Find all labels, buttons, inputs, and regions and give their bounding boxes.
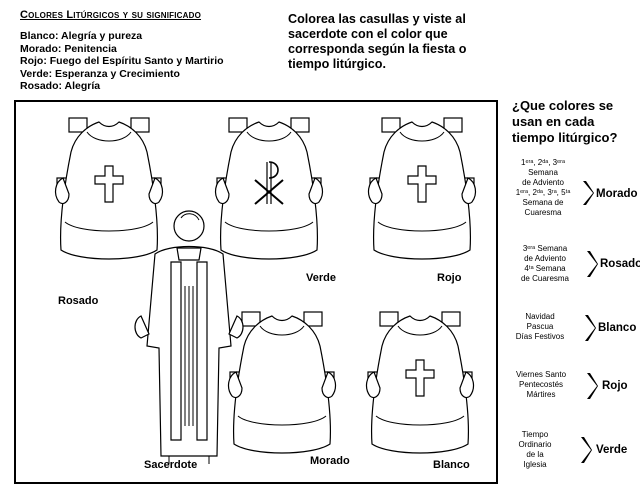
legend-morado: Morado: Penitencia: [20, 42, 117, 55]
legend-verde: Verde: Esperanza y Crecimiento: [20, 67, 180, 80]
season-color: Blanco: [598, 322, 637, 334]
chevron-right-icon: [585, 315, 596, 341]
chevron-right-icon: [583, 181, 594, 205]
label-rojo: Rojo: [437, 272, 462, 284]
page-title: Colores Litúrgicos y su significado: [20, 9, 202, 21]
chasuble-rojo: [367, 117, 477, 260]
chevron-right-icon: [587, 373, 598, 399]
chevron-right-icon: [587, 251, 598, 277]
coloring-frame: [14, 100, 498, 484]
chevron-right-icon: [581, 437, 592, 463]
priest-figure: [134, 210, 244, 464]
legend-rojo: Rojo: Fuego del Espíritu Santo y Martiri…: [20, 55, 224, 68]
season-color: Verde: [596, 444, 628, 456]
season-question: ¿Que colores se usan en cada tiempo litú…: [512, 98, 618, 145]
label-verde: Verde: [306, 272, 336, 284]
label-sacerdote: Sacerdote: [144, 459, 198, 471]
season-color: Rosado: [600, 258, 640, 270]
chasuble-blanco: [365, 311, 475, 454]
instructions: Colorea las casullas y viste al sacerdot…: [288, 12, 467, 71]
legend-blanco: Blanco: Alegría y pureza: [20, 30, 143, 42]
season-color: Morado: [596, 188, 638, 200]
chasubles-drawing: [54, 117, 477, 464]
color-legend: Blanco: Alegría y pureza Morado: Peniten…: [20, 30, 224, 93]
chasuble-verde: [214, 117, 324, 260]
label-blanco: Blanco: [433, 459, 470, 471]
chasuble-rosado: [54, 117, 164, 260]
season-color: Rojo: [602, 380, 628, 392]
legend-rosado: Rosado: Alegría: [20, 80, 101, 93]
label-rosado: Rosado: [58, 295, 99, 307]
chasuble-morado: [227, 311, 337, 454]
label-morado: Morado: [310, 455, 350, 467]
